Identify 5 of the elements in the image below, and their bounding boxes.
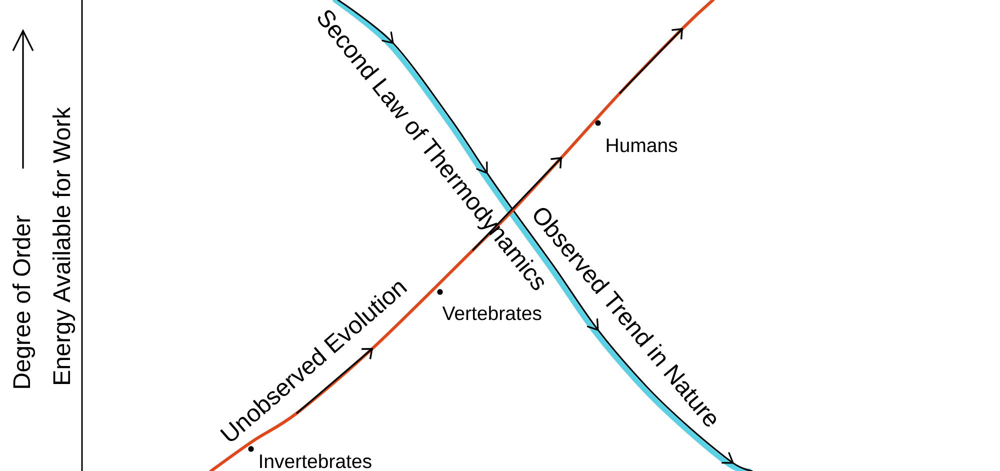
point-label: Vertebrates bbox=[442, 306, 542, 320]
point-label: Invertebrates bbox=[260, 454, 372, 468]
axis-label: Energy Available for Work bbox=[52, 107, 76, 384]
point-label: Humans bbox=[606, 138, 678, 152]
axis-label: Degree of Order bbox=[12, 216, 36, 388]
